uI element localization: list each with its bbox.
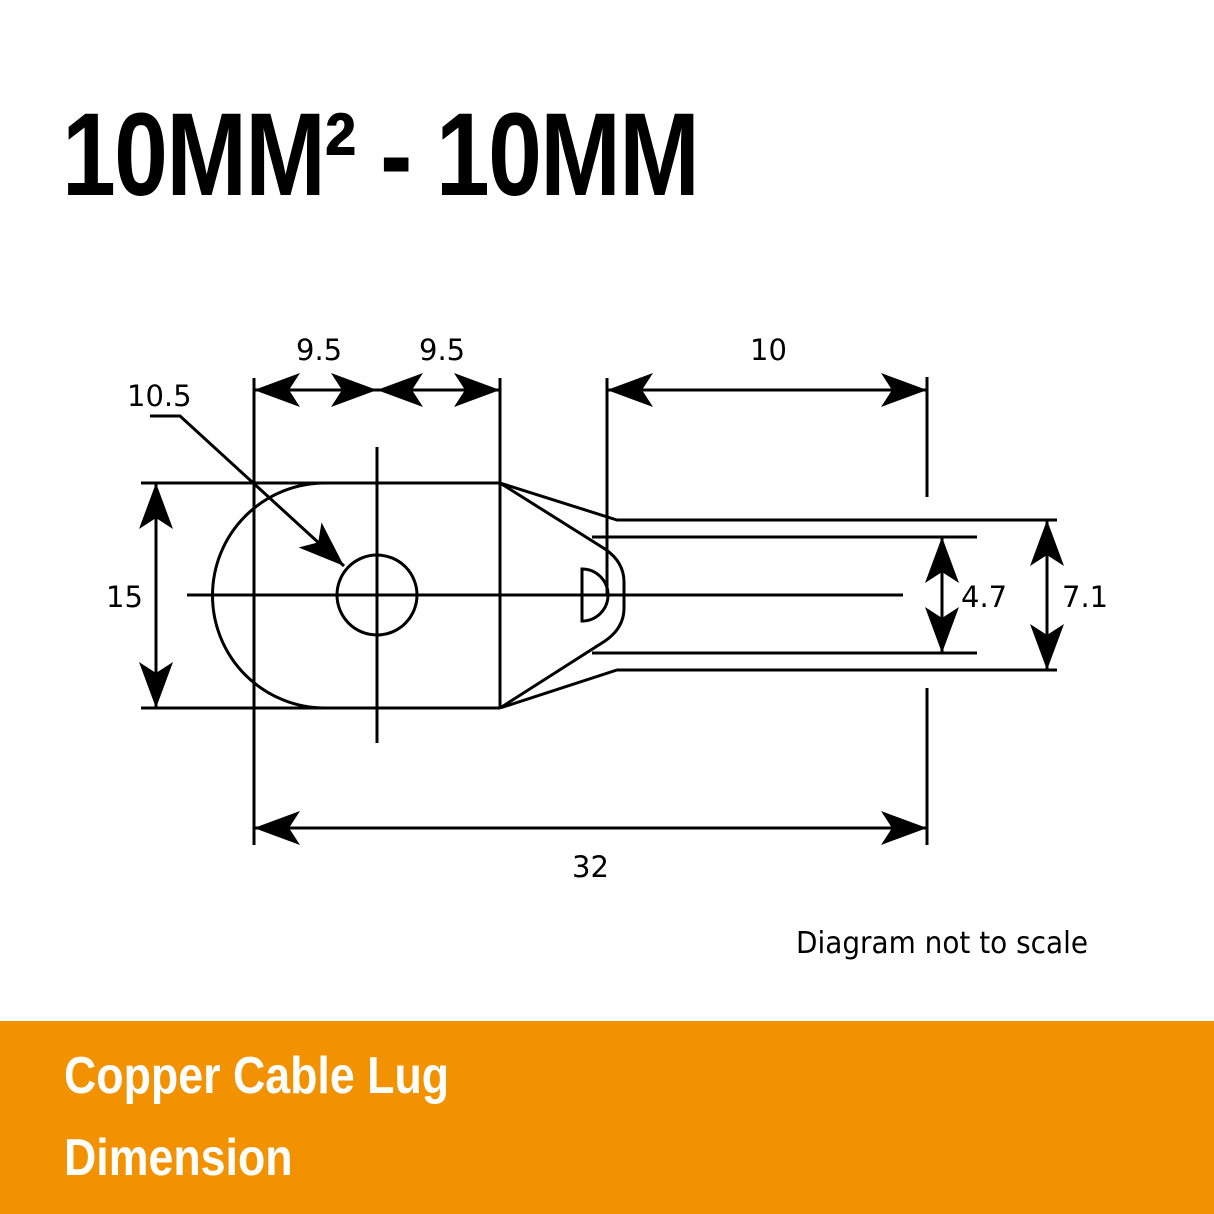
bottom-banner bbox=[0, 1021, 1214, 1214]
lug-dimension-diagram: 10.5 9.5 9.5 10 32 15 4.7 7.1 bbox=[106, 333, 1108, 884]
label-barrel-length: 10 bbox=[750, 333, 787, 367]
label-ring-width: 15 bbox=[106, 580, 143, 614]
dimension-arrows bbox=[139, 373, 1064, 845]
barrel-outer-top bbox=[499, 481, 1057, 522]
label-inner-diameter: 4.7 bbox=[961, 580, 1007, 614]
barrel-outer-bottom bbox=[499, 668, 1057, 710]
page-title: 10MM² - 10MM bbox=[62, 89, 700, 221]
label-outer-diameter: 7.1 bbox=[1062, 580, 1108, 614]
lug-outline bbox=[141, 377, 1057, 845]
label-ring-right: 9.5 bbox=[419, 333, 465, 367]
inspection-hole bbox=[580, 567, 610, 623]
hole-leader-line bbox=[150, 414, 346, 568]
scale-note: Diagram not to scale bbox=[796, 926, 1088, 961]
banner-title-line-1: Copper Cable Lug bbox=[64, 1047, 450, 1105]
inner-taper bbox=[499, 481, 626, 710]
label-overall-length: 32 bbox=[572, 850, 609, 884]
banner-title-line-2: Dimension bbox=[64, 1129, 293, 1187]
label-hole-diameter: 10.5 bbox=[127, 379, 192, 413]
label-ring-left: 9.5 bbox=[296, 333, 342, 367]
ring-arc bbox=[211, 481, 326, 710]
